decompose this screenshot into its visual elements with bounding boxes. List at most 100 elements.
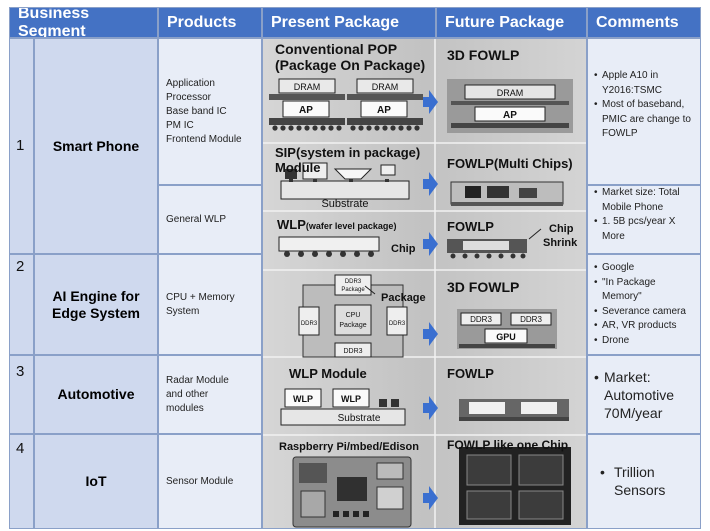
auto-fowlp-diagram [459, 399, 569, 421]
header-business-segment: Business Segment [9, 7, 158, 38]
product-line: modules [166, 402, 204, 414]
package-illustrations: DRAM AP DRAM AP [262, 38, 587, 529]
cpu-pkg-label: Package [339, 322, 366, 329]
chip-shrink-label: Chip [549, 223, 574, 235]
comment-text: Drone [602, 334, 630, 346]
ai-ddr-label: DDR3 [470, 315, 492, 324]
raspberry-pi-title: Raspberry Pi/mbed/Edison [279, 441, 419, 453]
products-ai: CPU + Memory System [158, 254, 262, 355]
fowlp-multi-chip-diagram [450, 181, 564, 206]
segment-label: Automotive [57, 386, 135, 402]
package-roadmap-table: Business Segment Products Present Packag… [9, 7, 701, 529]
comment-item: •Market: Automotive 70M/year [594, 368, 697, 422]
wlp-module-substrate-label: Substrate [338, 413, 381, 424]
product-line: CPU + Memory [166, 291, 235, 303]
fowlp-chip-shrink-diagram [447, 228, 542, 259]
comments-smart-phone: •Apple A10 in Y2016:TSMC •Most of baseba… [587, 38, 701, 185]
product-line: General WLP [166, 213, 227, 225]
comment-item: •Apple A10 in Y2016:TSMC [594, 69, 697, 98]
ddr-label: DDR3 [389, 321, 406, 327]
sip-diagram: Substrate [280, 162, 410, 210]
comment-text: Trillion Sensors [614, 464, 666, 498]
comment-item: •Google [594, 261, 697, 276]
pop-title: Conventional POP [275, 41, 398, 57]
product-line: and other [166, 388, 209, 400]
fowlp-multi-title: FOWLP(Multi Chips) [447, 156, 573, 171]
segment-smart-phone: Smart Phone [34, 38, 158, 254]
product-line: Base band IC [166, 105, 227, 117]
comment-item: •"In Package Memory" [594, 276, 697, 305]
pop-ap-label: AP [299, 105, 313, 116]
pop-ap-label: AP [377, 105, 391, 116]
product-line: Radar Module [166, 374, 229, 386]
ddr-pkg-label: DDR3 [345, 279, 362, 285]
sip-subtitle: Module [275, 160, 321, 175]
segment-automotive: Automotive [34, 355, 158, 434]
pop-dram-label: DRAM [294, 82, 321, 92]
auto-fowlp-title: FOWLP [447, 366, 494, 381]
comment-text: Market: Automotive 70M/year [604, 369, 675, 421]
fowlp-3d-title: 3D FOWLP [447, 47, 520, 63]
segment-label: IoT [85, 473, 107, 489]
segment-label: AI Engine for [52, 287, 140, 304]
comment-text: Market size: Total Mobile Phone [602, 187, 680, 213]
comment-text: Severance camera [602, 305, 686, 317]
products-smart-phone: Application Processor Base band IC PM IC… [158, 38, 262, 185]
one-chip-fowlp-image [459, 447, 571, 525]
product-line: Frontend Module [166, 133, 242, 145]
ddr-label: DDR3 [343, 348, 362, 355]
wlp-title-main: WLP [277, 217, 306, 232]
product-line: Application [166, 77, 215, 89]
package-callout: Package [364, 285, 426, 304]
wlp-module-title: WLP Module [289, 366, 367, 381]
sip-title: SIP(system in package) [275, 145, 421, 160]
segment-ai-engine: AI Engine for Edge System [34, 254, 158, 355]
wlp-title-sub: (wafer level package) [305, 221, 397, 231]
cpu-label: CPU [346, 312, 361, 319]
products-iot: Sensor Module [158, 434, 262, 529]
wlp-chip-label: Chip [391, 243, 416, 255]
wlp-diagram [278, 236, 380, 257]
sip-substrate-label: Substrate [321, 198, 368, 210]
comments-automotive: •Market: Automotive 70M/year [587, 355, 701, 434]
product-line: PM IC [166, 119, 194, 131]
fowlp-ap-label: AP [503, 110, 517, 121]
comment-item: •Most of baseband, PMIC are change to FO… [594, 98, 697, 142]
ai-ddr-label: DDR3 [520, 315, 542, 324]
ai-fowlp-diagram: DDR3 DDR3 GPU [457, 309, 557, 349]
chip-shrink-label: Shrink [543, 237, 578, 249]
comment-text: Apple A10 in Y2016:TSMC [602, 70, 663, 96]
header-comments: Comments [587, 7, 701, 38]
comment-text: 1. 5B pcs/year X More [602, 216, 676, 242]
wlp-module-diagram: WLP WLP Substrate [280, 388, 406, 426]
ai-gpu-label: GPU [496, 332, 516, 342]
product-line: System [166, 305, 200, 317]
ai-fowlp-title: 3D FOWLP [447, 279, 520, 295]
header-products: Products [158, 7, 262, 38]
wlp-module-chip-label: WLP [293, 394, 313, 404]
comments-ai: •Google •"In Package Memory" •Severance … [587, 254, 701, 355]
comment-item: •Severance camera [594, 305, 697, 320]
row-number: 1 [9, 38, 34, 254]
ddr-label: DDR3 [301, 321, 318, 327]
product-line: Sensor Module [166, 475, 234, 487]
comment-item: •AR, VR products [594, 319, 697, 334]
fowlp-title: FOWLP [447, 219, 494, 234]
wlp-module-chip-label: WLP [341, 394, 361, 404]
comment-item: •1. 5B pcs/year X More [594, 215, 697, 244]
row-number: 4 [9, 434, 34, 529]
one-chip-title: FOWLP like one Chip [447, 438, 569, 452]
pop-dram-label: DRAM [372, 82, 399, 92]
products-general-wlp: General WLP [158, 185, 262, 254]
row-number: 2 [9, 254, 34, 355]
segment-iot: IoT [34, 434, 158, 529]
comment-item: •Drone [594, 334, 697, 349]
package-label: Package [381, 292, 426, 304]
row-number: 3 [9, 355, 34, 434]
segment-label: Smart Phone [52, 137, 140, 154]
raspberry-pi-board-image [292, 456, 412, 528]
arrow-icon [423, 90, 438, 510]
product-line: Processor [166, 91, 212, 103]
fowlp-3d-diagram: DRAM AP [447, 79, 573, 133]
cpu-package-diagram: DDR3 Package CPU Package DDR3 DDR3 DDR3 [298, 274, 408, 358]
